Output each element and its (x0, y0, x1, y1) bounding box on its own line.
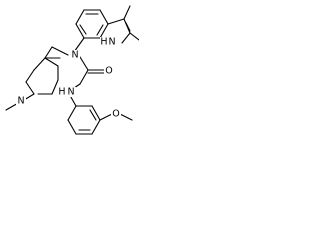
atom-label-N-piperidine: N (16, 96, 26, 107)
piperidine-ring (25, 57, 61, 95)
svg-text:O: O (105, 66, 112, 77)
atom-label-O-methoxy: O (111, 109, 121, 120)
svg-text:N: N (67, 87, 74, 98)
methyl-bond-3 (123, 5, 131, 20)
svg-text:N: N (17, 96, 24, 107)
svg-text:N: N (71, 50, 78, 61)
indole-to-urea-n-bond (73, 37, 85, 53)
methoxyphenyl-ring (67, 91, 101, 135)
atom-label-N-amide: N (66, 87, 76, 98)
methyl-bond-2 (129, 32, 139, 41)
indole-benzene-ring (75, 9, 109, 39)
svg-text:O: O (112, 109, 119, 120)
atom-label-O-carbonyl: O (104, 66, 114, 77)
methoxy-ch3-bond (119, 113, 133, 121)
svg-text:N: N (108, 37, 115, 48)
piperidine-c4-bond (44, 46, 53, 59)
atom-label-N-urea: N (70, 50, 80, 61)
svg-text:H: H (100, 37, 107, 48)
structure-diagram: N H N O N H N O (5, 5, 139, 135)
methoxy-o-bond (99, 113, 113, 121)
urea-n-to-piperidine-bond (51, 46, 69, 56)
atom-label-H-amide: H (58, 87, 66, 98)
svg-text:H: H (58, 87, 65, 98)
atom-label-N1: N (107, 37, 117, 48)
atom-label-H1: H (100, 37, 108, 48)
